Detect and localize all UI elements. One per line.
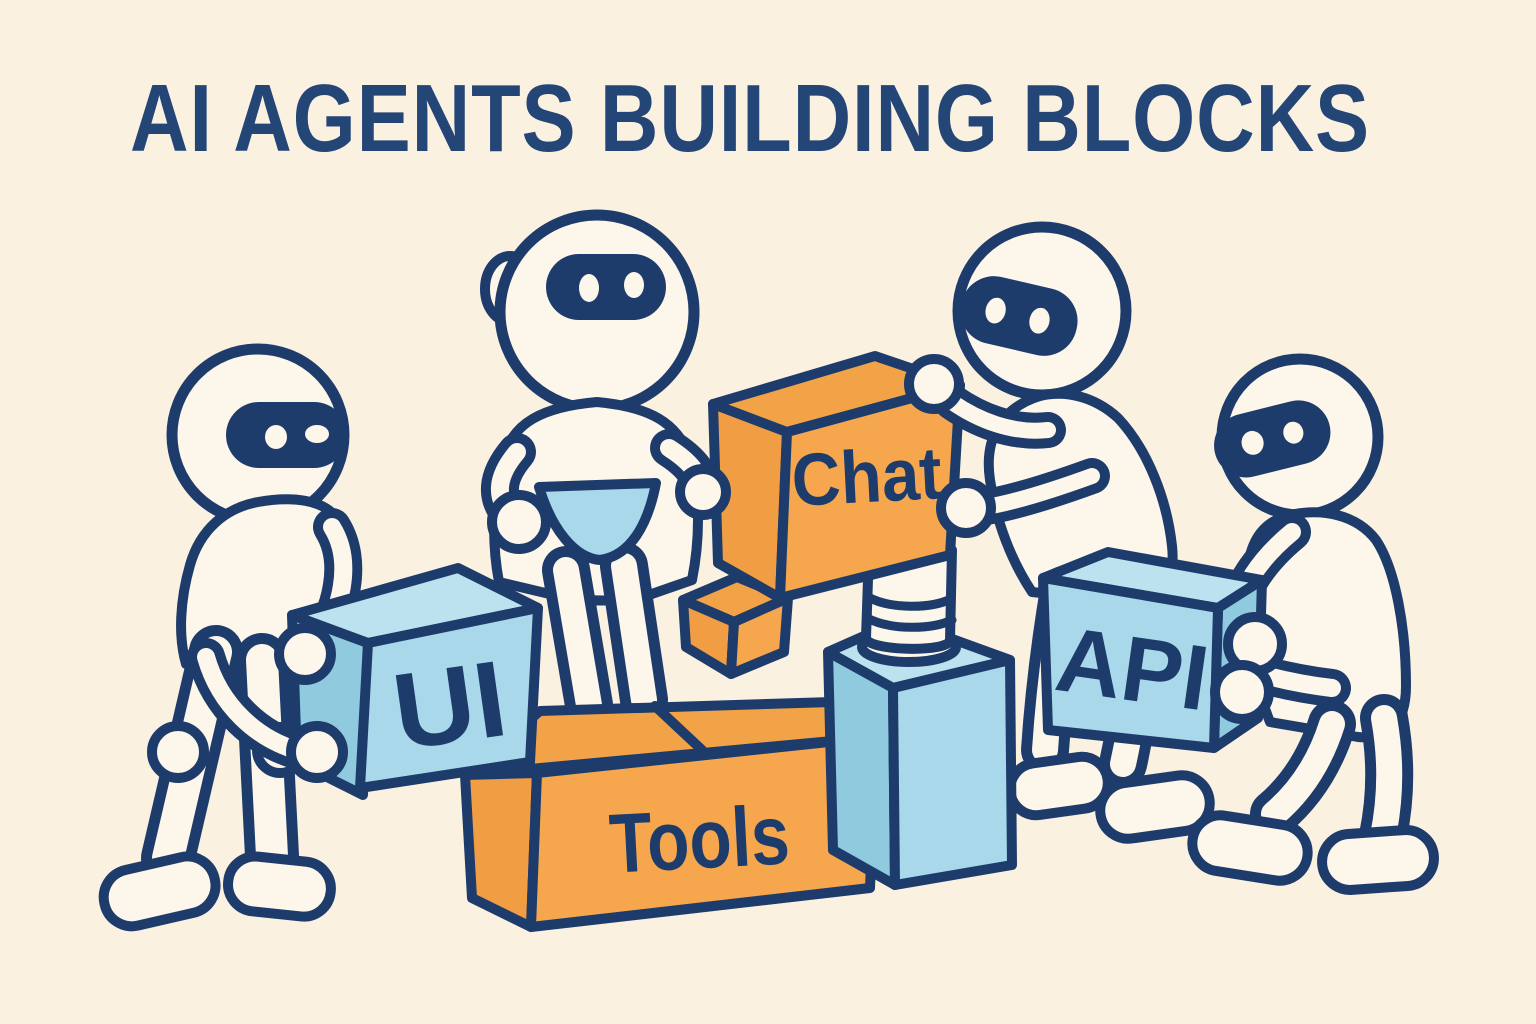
robot-4-foot-front bbox=[1187, 810, 1313, 886]
robot-4-hand-lower bbox=[1210, 660, 1274, 724]
peg-ring-1 bbox=[863, 592, 956, 611]
robot-4-figure bbox=[1187, 353, 1439, 895]
robot-1-arm-lower-fill bbox=[197, 648, 308, 760]
robot-4-visor-icon bbox=[1214, 400, 1331, 478]
robot-3-foot-right bbox=[1095, 770, 1215, 844]
blue-box-side-face bbox=[823, 647, 900, 890]
robot-2-funnel bbox=[534, 478, 661, 565]
robot-3-eye-right bbox=[1029, 307, 1050, 334]
robot-3-hand-lower bbox=[936, 478, 996, 538]
tools-front-face bbox=[526, 732, 881, 932]
robot-4-eye-left bbox=[1241, 430, 1264, 455]
robot-3-hand-upper bbox=[904, 354, 964, 414]
robot-4-eye-right bbox=[1283, 421, 1304, 444]
tools-top-seam bbox=[650, 701, 707, 755]
robot-2-visor-icon bbox=[546, 254, 666, 320]
robot-1-foot-back bbox=[98, 851, 221, 932]
robot-2-figure bbox=[480, 209, 720, 729]
robot-2-leg-right-fill bbox=[611, 553, 657, 713]
api-label: API bbox=[1050, 608, 1215, 730]
robot-1-hand-lower bbox=[286, 721, 348, 783]
api-front-face bbox=[1038, 573, 1223, 753]
robot-4-leg-front-fill bbox=[1261, 711, 1345, 827]
small-cube-block bbox=[678, 572, 793, 679]
robot-2-eye-left bbox=[579, 274, 599, 302]
robot-1-foot-front bbox=[223, 851, 336, 922]
tools-label: Tools bbox=[607, 787, 792, 890]
chat-label: Chat bbox=[790, 431, 944, 522]
page-title: AI AGENTS BUILDING BLOCKS bbox=[130, 65, 1370, 172]
robot-2-leg-left-fill bbox=[553, 557, 602, 718]
blue-box-front-face bbox=[888, 655, 1017, 890]
ui-front-face bbox=[355, 603, 543, 793]
robot-3-visor-icon bbox=[960, 276, 1078, 356]
robot-4-leg-back-fill bbox=[1370, 705, 1403, 849]
robot-3-forearm-upper-fill bbox=[944, 394, 1056, 439]
robot-2-eye-right bbox=[624, 272, 644, 298]
tools-side-face bbox=[460, 768, 542, 932]
robot-1-eye-left bbox=[265, 425, 287, 449]
robot-1-knee-back bbox=[147, 721, 209, 783]
robot-1-hand-upper bbox=[274, 623, 336, 685]
robot-1-figure bbox=[98, 343, 363, 932]
robot-4-foot-back bbox=[1317, 825, 1439, 895]
peg-ring-2 bbox=[862, 613, 957, 632]
ui-label: UI bbox=[386, 637, 514, 772]
chat-block: Chat bbox=[708, 351, 965, 603]
small-cube-front-face bbox=[726, 593, 793, 679]
robot-2-hand-right bbox=[675, 464, 731, 520]
robot-1-eye-right bbox=[305, 425, 329, 443]
robot-2-hand-left bbox=[487, 490, 551, 554]
chat-front-face bbox=[775, 380, 965, 603]
robot-3-eye-left bbox=[985, 297, 1006, 324]
